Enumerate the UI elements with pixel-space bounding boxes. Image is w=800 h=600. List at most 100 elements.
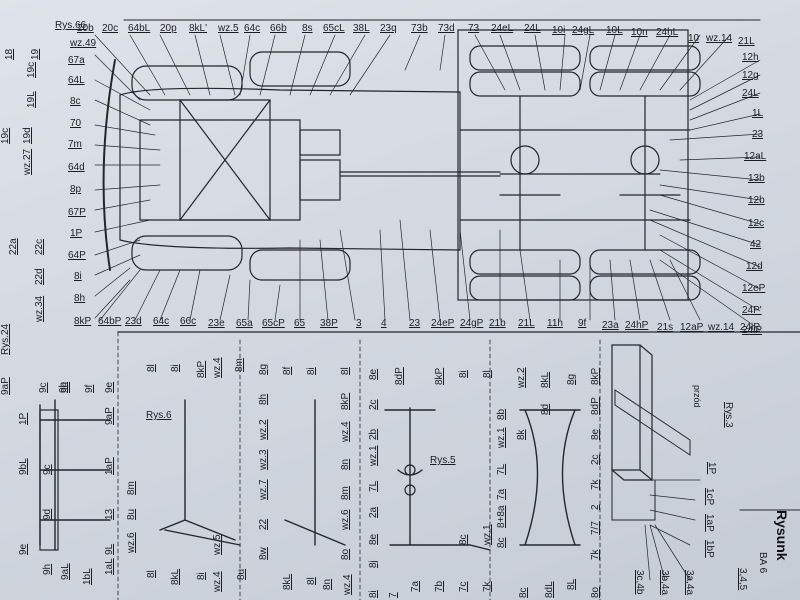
label: 9aL	[60, 563, 71, 580]
label: 7k	[590, 549, 601, 560]
label: 8p	[70, 184, 82, 195]
label: 19c	[26, 61, 37, 78]
label: 3b,4a	[659, 570, 670, 596]
label: 7k	[482, 581, 493, 592]
label: 8c	[496, 537, 507, 548]
label: 3a,4a	[684, 570, 695, 596]
label: 8l	[340, 367, 351, 375]
label: 12g	[742, 70, 759, 81]
label: 38L	[353, 23, 370, 34]
label: 8kL'	[189, 23, 208, 34]
label: 19	[30, 48, 41, 60]
label: 12aL	[744, 151, 767, 162]
label: 73	[468, 23, 480, 34]
label: 8kL	[540, 371, 551, 388]
label: 3c,4b	[634, 570, 645, 595]
label: 8i	[368, 590, 379, 598]
page-subtitle: BA 6	[757, 552, 768, 574]
label: 42	[750, 239, 762, 250]
label: 8h	[74, 293, 86, 304]
label: wz.5	[218, 23, 239, 34]
label: 67a	[68, 55, 85, 66]
label: 24hP	[625, 320, 649, 331]
label: 66b	[270, 23, 287, 34]
label: 8w	[258, 547, 269, 560]
label: 24L	[524, 23, 541, 34]
label: 64c	[153, 316, 170, 327]
label: 8m	[234, 358, 245, 372]
label: 65cP	[262, 318, 285, 329]
label: 8d	[540, 403, 551, 415]
label: wz.14	[706, 33, 733, 44]
label: 12b	[748, 195, 765, 206]
label: 21b	[489, 318, 506, 329]
label: 12h	[742, 52, 759, 63]
label: 2c	[590, 454, 601, 465]
label: 8kP	[74, 316, 92, 327]
label: 24gL	[572, 25, 595, 36]
label: 7	[388, 592, 399, 598]
label: 19L	[26, 91, 37, 108]
label: 8k	[516, 429, 527, 440]
label: 24P'	[742, 305, 762, 316]
label: 20b	[77, 23, 94, 34]
label: 24iP	[740, 322, 761, 333]
label: wz.7	[258, 479, 269, 500]
label: 7L	[496, 463, 507, 475]
label: wz.49	[70, 38, 97, 49]
label: 12c	[748, 218, 765, 229]
label: 22d	[34, 268, 45, 285]
label: 9L	[104, 543, 115, 555]
label: 7/7	[590, 521, 601, 535]
label: 8i	[170, 364, 181, 372]
label: wz.27	[22, 148, 33, 175]
label: 7a	[410, 580, 421, 592]
page-title: Rysunk	[774, 510, 790, 561]
label: 3,4,5	[737, 568, 748, 591]
label: 23d	[125, 316, 142, 327]
label: 8c	[518, 587, 529, 598]
label: 8e	[590, 428, 601, 440]
label: 8dP	[394, 367, 405, 385]
label: 8e	[368, 368, 379, 380]
figure-ref: Rys.3	[723, 402, 734, 428]
label: wz.6	[340, 509, 351, 530]
label: 7c	[458, 581, 469, 592]
label: 10L	[606, 25, 623, 36]
label: wz.4	[212, 357, 223, 378]
label: 73b	[411, 23, 428, 34]
label: 8o	[590, 586, 601, 598]
label: wz.4	[212, 571, 223, 592]
label: 8g	[566, 373, 577, 385]
label: 2	[590, 504, 601, 510]
label: 7b	[434, 580, 445, 592]
label: 64c	[244, 23, 261, 34]
label: 8f	[282, 366, 293, 375]
label: 9d	[42, 508, 53, 520]
label: 1cP	[704, 488, 715, 506]
label: 2a	[368, 506, 379, 518]
label: wz.3	[258, 449, 269, 470]
label: 1aP	[704, 514, 715, 532]
label: 10	[688, 33, 700, 44]
label: 1bL	[82, 568, 93, 585]
label: 23	[409, 318, 421, 329]
label: 8c	[70, 96, 81, 107]
label: 8e	[368, 533, 379, 545]
label: 8L	[566, 578, 577, 590]
label: 10i	[552, 25, 566, 36]
label: 8l	[146, 570, 157, 578]
label: wz.2	[258, 419, 269, 440]
label: 9h	[42, 563, 53, 575]
label: wz.4	[342, 574, 353, 595]
label: 23e	[208, 318, 225, 329]
label: 8c	[458, 534, 469, 545]
label: 20c	[102, 23, 119, 34]
label: 24iP	[742, 325, 763, 336]
label: 73d	[438, 23, 455, 34]
label: 8l	[482, 370, 493, 378]
label: 21s	[657, 322, 674, 333]
label: 20p	[160, 23, 177, 34]
label: wz.14	[708, 322, 735, 333]
